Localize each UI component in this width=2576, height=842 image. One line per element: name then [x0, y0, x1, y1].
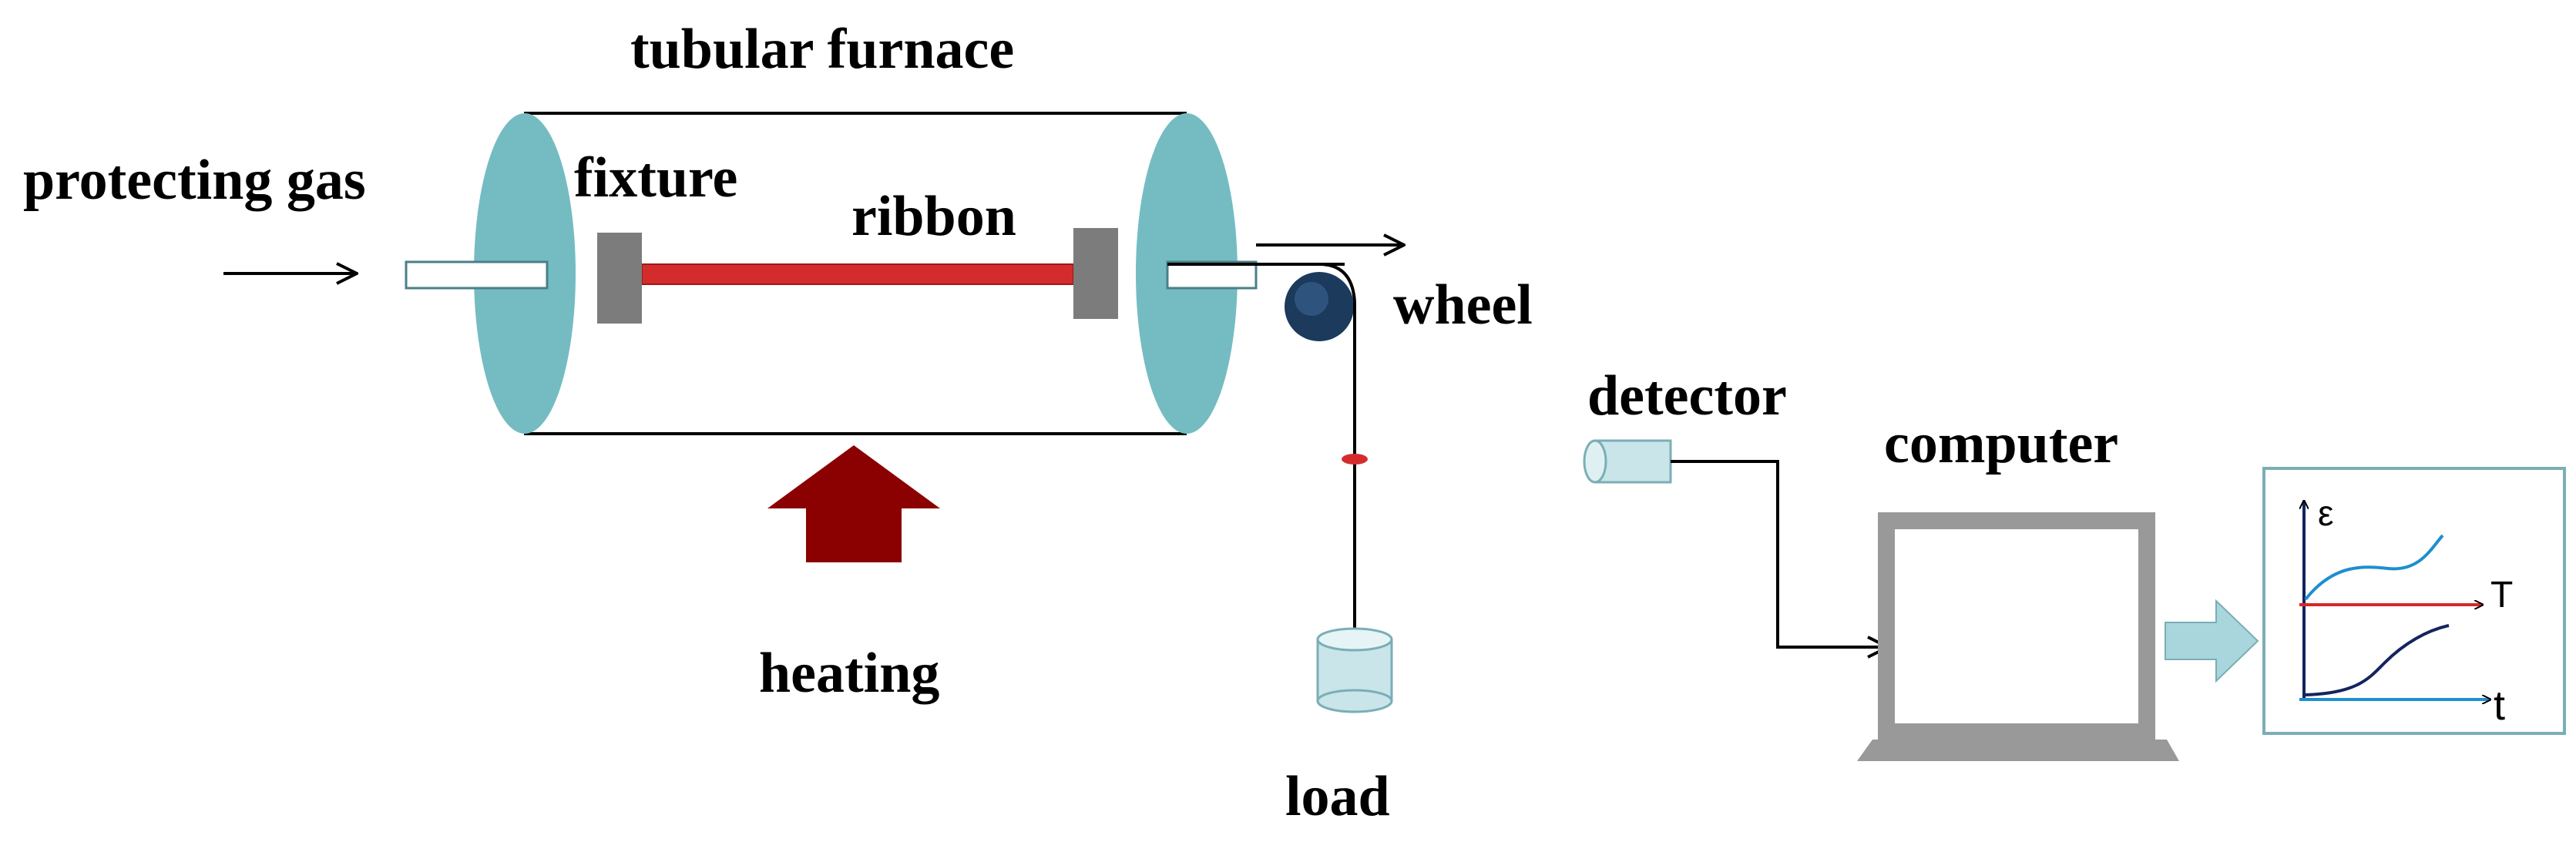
load-weight — [1316, 627, 1393, 713]
label-wheel: wheel — [1393, 273, 1533, 337]
detector — [1583, 439, 1672, 484]
fixture-left — [597, 233, 642, 324]
label-computer: computer — [1884, 412, 2118, 475]
label-ribbon: ribbon — [851, 185, 1016, 248]
detector-signal-cable — [1671, 460, 1888, 647]
label-detector: detector — [1587, 364, 1787, 428]
ribbon — [641, 263, 1074, 285]
strain-vs-time-curve — [2305, 624, 2450, 696]
computer-monitor — [1857, 512, 2179, 761]
plot-epsilon-label: ε — [2318, 493, 2334, 533]
heating-arrow — [767, 445, 940, 562]
label-fixture: fixture — [574, 146, 737, 210]
output-arrow — [2165, 599, 2259, 683]
label-protecting-gas: protecting gas — [23, 149, 366, 212]
plot-temperature-label: T — [2490, 575, 2513, 616]
label-heating: heating — [759, 642, 939, 705]
plot-frame — [2262, 467, 2566, 735]
wheel-highlight — [1295, 282, 1328, 316]
pulling-wire-over-wheel — [1318, 263, 1356, 303]
result-plot-icon: ε T t — [2262, 467, 2566, 735]
gas-inlet-tube — [405, 260, 549, 290]
label-load: load — [1285, 765, 1390, 828]
wire-marker — [1342, 454, 1368, 465]
strain-vs-temperature-curve — [2304, 534, 2444, 601]
fixture-right — [1073, 228, 1118, 319]
plot-time-label: t — [2494, 683, 2505, 729]
label-tubular-furnace: tubular furnace — [630, 18, 1014, 81]
computer-base — [1857, 740, 2179, 761]
gas-outlet-tube — [1166, 260, 1258, 290]
